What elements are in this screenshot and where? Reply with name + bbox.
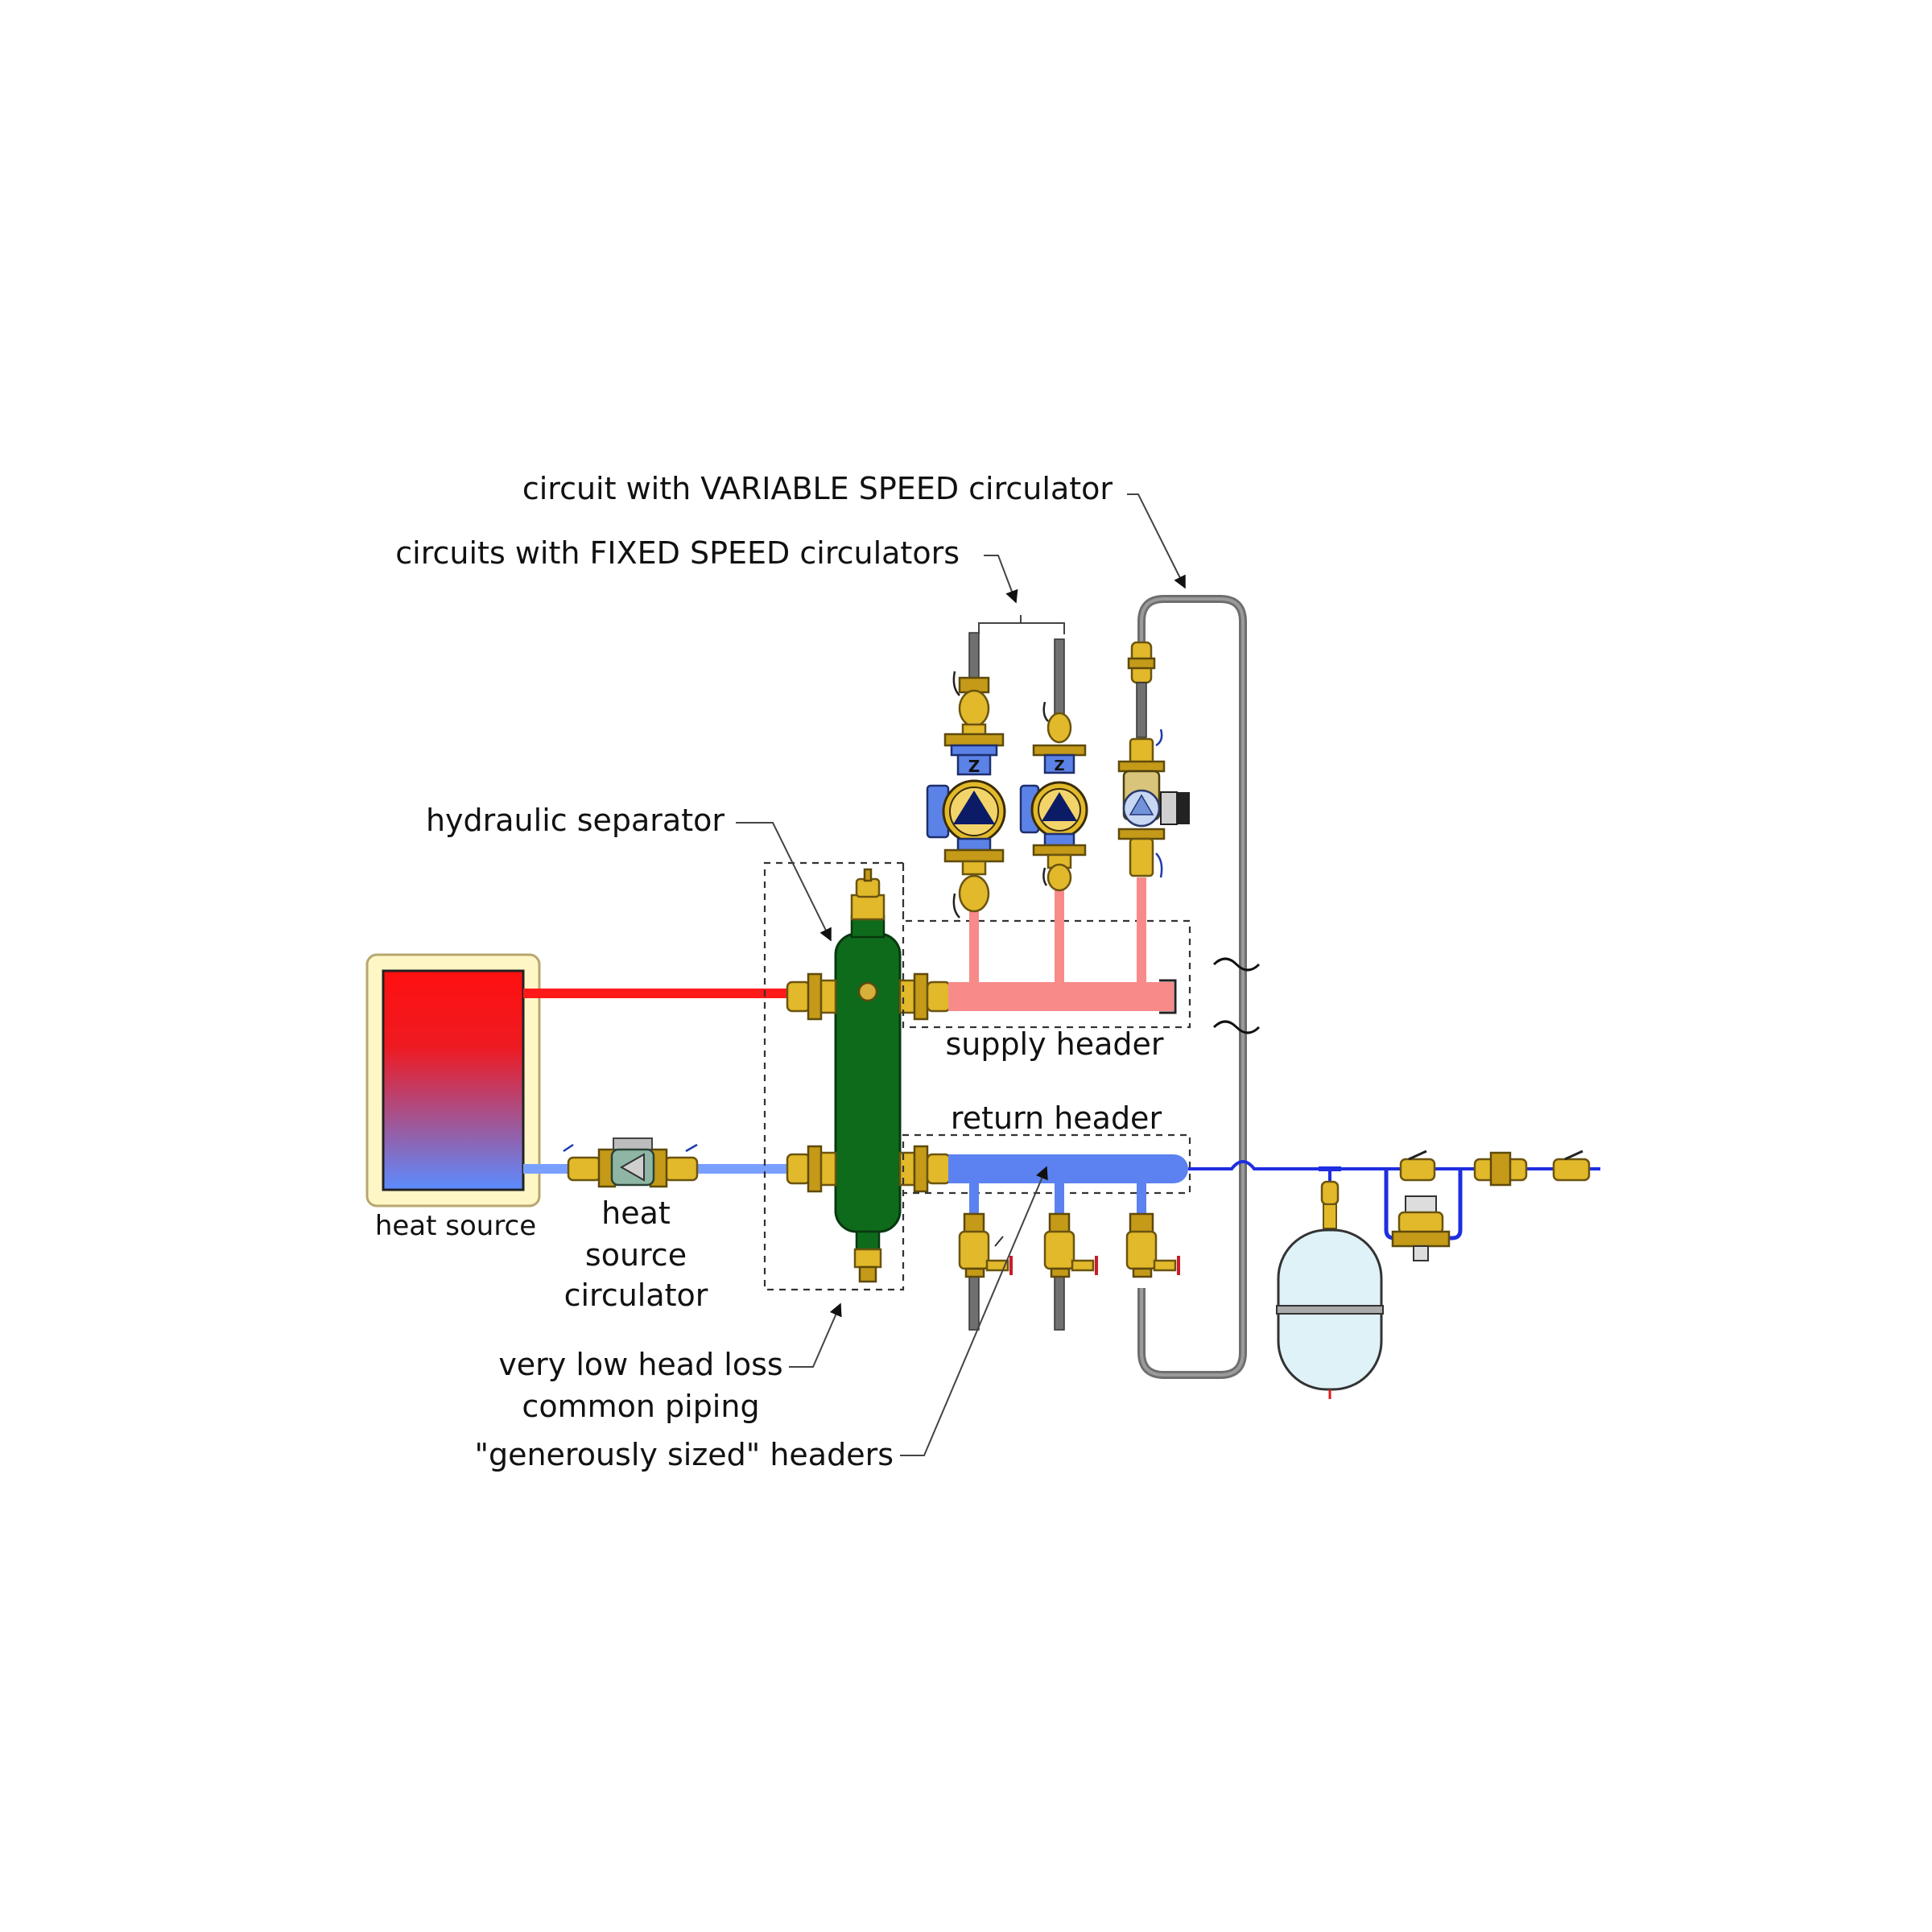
hydraulic-separator-label: hydraulic separator — [426, 803, 724, 838]
heat-source-circulator-label-3: circulator — [564, 1278, 708, 1313]
supply-header-label: supply header — [945, 1026, 1163, 1062]
svg-text:Z: Z — [1054, 758, 1064, 774]
variable-speed-circuit — [1117, 595, 1261, 1379]
circulator-pump-icon — [563, 1137, 699, 1188]
callout-lines — [736, 493, 1186, 1456]
return-header-label: return header — [951, 1100, 1162, 1136]
expansion-tank-icon — [1276, 1180, 1384, 1399]
separator-dashed-boundary — [763, 861, 1191, 1291]
return-header-pipe — [948, 1154, 1188, 1217]
heat-source-boiler-icon — [365, 953, 541, 1208]
pressure-reducing-valve-icon — [1391, 1195, 1451, 1261]
fixed-speed-label: circuits with FIXED SPEED circulators — [395, 535, 960, 571]
ball-valve-icon — [1399, 1150, 1591, 1187]
boiler-supply-pipe — [523, 989, 789, 998]
hydraulic-separator-icon — [786, 868, 952, 1283]
heat-source-circulator-label-1: heat — [601, 1195, 671, 1231]
variable-speed-label: circuit with VARIABLE SPEED circulator — [522, 471, 1113, 506]
heat-source-label: heat source — [375, 1210, 536, 1242]
heat-source-circulator-label-2: source — [585, 1237, 687, 1273]
low-head-loss-label-2: common piping — [522, 1389, 759, 1424]
supply-header-pipe — [948, 877, 1177, 1014]
fixed-speed-circuit-1: Z — [926, 632, 1013, 1331]
generously-sized-label: "generously sized" headers — [474, 1437, 894, 1472]
fixed-speed-circuit-2: Z — [1019, 638, 1098, 1331]
low-head-loss-label-1: very low head loss — [498, 1347, 782, 1382]
system-return-line — [1188, 1160, 1600, 1241]
svg-text:Z: Z — [968, 757, 980, 776]
